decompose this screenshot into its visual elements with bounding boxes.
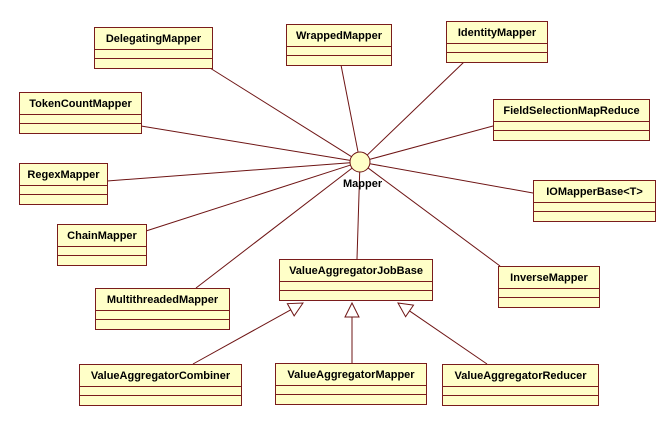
class-regex[interactable]: RegexMapper — [19, 163, 108, 205]
class-box-aggmapper[interactable] — [275, 363, 427, 405]
class-box-iomapperbase[interactable] — [533, 180, 656, 222]
class-name-multithreaded: MultithreadedMapper — [107, 294, 219, 306]
class-name-jobbase: ValueAggregatorJobBase — [289, 265, 423, 277]
class-box-combiner[interactable] — [79, 364, 242, 406]
realization-link-wrapped — [340, 64, 359, 153]
mapper-interface-circle[interactable] — [349, 151, 371, 173]
realization-link-delegating — [209, 67, 352, 158]
class-wrapped[interactable]: WrappedMapper — [286, 24, 392, 66]
links-layer — [106, 61, 534, 365]
class-box-jobbase[interactable] — [279, 259, 433, 301]
generalization-arrowhead-reducer — [397, 302, 415, 318]
realization-link-jobbase — [356, 171, 361, 260]
realization-link-chain — [145, 164, 351, 232]
realization-link-regex — [106, 162, 351, 182]
class-box-multithreaded[interactable] — [95, 288, 230, 330]
generalization-arrowhead-combiner — [286, 302, 304, 317]
class-box-delegating[interactable] — [94, 27, 213, 69]
class-name-delegating: DelegatingMapper — [106, 33, 202, 45]
class-box-fieldselection[interactable] — [493, 99, 650, 141]
class-box-identity[interactable] — [446, 21, 548, 63]
class-name-identity: IdentityMapper — [458, 27, 537, 39]
class-jobbase[interactable]: ValueAggregatorJobBase — [279, 259, 433, 301]
class-chain[interactable]: ChainMapper — [57, 224, 147, 266]
class-iomapperbase[interactable]: IOMapperBase<T> — [533, 180, 656, 222]
realization-link-identity — [366, 61, 465, 156]
generalization-line-reducer — [409, 310, 488, 365]
class-name-regex: RegexMapper — [27, 169, 100, 181]
class-name-chain: ChainMapper — [67, 230, 137, 242]
realization-link-iomapperbase — [369, 163, 534, 194]
class-box-reducer[interactable] — [442, 364, 599, 406]
realization-link-multithreaded — [195, 167, 353, 289]
realization-link-fieldselection — [369, 125, 494, 160]
class-name-wrapped: WrappedMapper — [296, 30, 383, 42]
generalization-arrowhead-aggmapper — [344, 301, 360, 318]
class-combiner[interactable]: ValueAggregatorCombiner — [79, 364, 242, 406]
classes-layer: DelegatingMapper WrappedMapper IdentityMap… — [19, 21, 656, 406]
class-name-iomapperbase: IOMapperBase<T> — [546, 186, 643, 198]
class-name-tokencount: TokenCountMapper — [29, 98, 132, 110]
realization-link-tokencount — [140, 125, 351, 161]
class-name-reducer: ValueAggregatorReducer — [454, 370, 587, 382]
class-identity[interactable]: IdentityMapper — [446, 21, 548, 63]
realization-link-inverse — [367, 167, 501, 267]
mapper-interface-label: Mapper — [343, 178, 383, 190]
class-fieldselection[interactable]: FieldSelectionMapReduce — [493, 99, 650, 141]
class-name-fieldselection: FieldSelectionMapReduce — [503, 105, 639, 117]
mapper-interface[interactable]: Mapper — [343, 151, 383, 190]
class-box-wrapped[interactable] — [286, 24, 392, 66]
class-aggmapper[interactable]: ValueAggregatorMapper — [275, 363, 427, 405]
class-box-inverse[interactable] — [498, 266, 600, 308]
generalization-line-combiner — [192, 309, 291, 365]
class-inverse[interactable]: InverseMapper — [498, 266, 600, 308]
class-box-chain[interactable] — [57, 224, 147, 266]
class-box-regex[interactable] — [19, 163, 108, 205]
class-multithreaded[interactable]: MultithreadedMapper — [95, 288, 230, 330]
class-name-aggmapper: ValueAggregatorMapper — [287, 369, 415, 381]
class-name-inverse: InverseMapper — [510, 272, 588, 284]
class-name-combiner: ValueAggregatorCombiner — [91, 370, 231, 382]
class-delegating[interactable]: DelegatingMapper — [94, 27, 213, 69]
class-tokencount[interactable]: TokenCountMapper — [19, 92, 142, 134]
class-box-tokencount[interactable] — [19, 92, 142, 134]
class-reducer[interactable]: ValueAggregatorReducer — [442, 364, 599, 406]
